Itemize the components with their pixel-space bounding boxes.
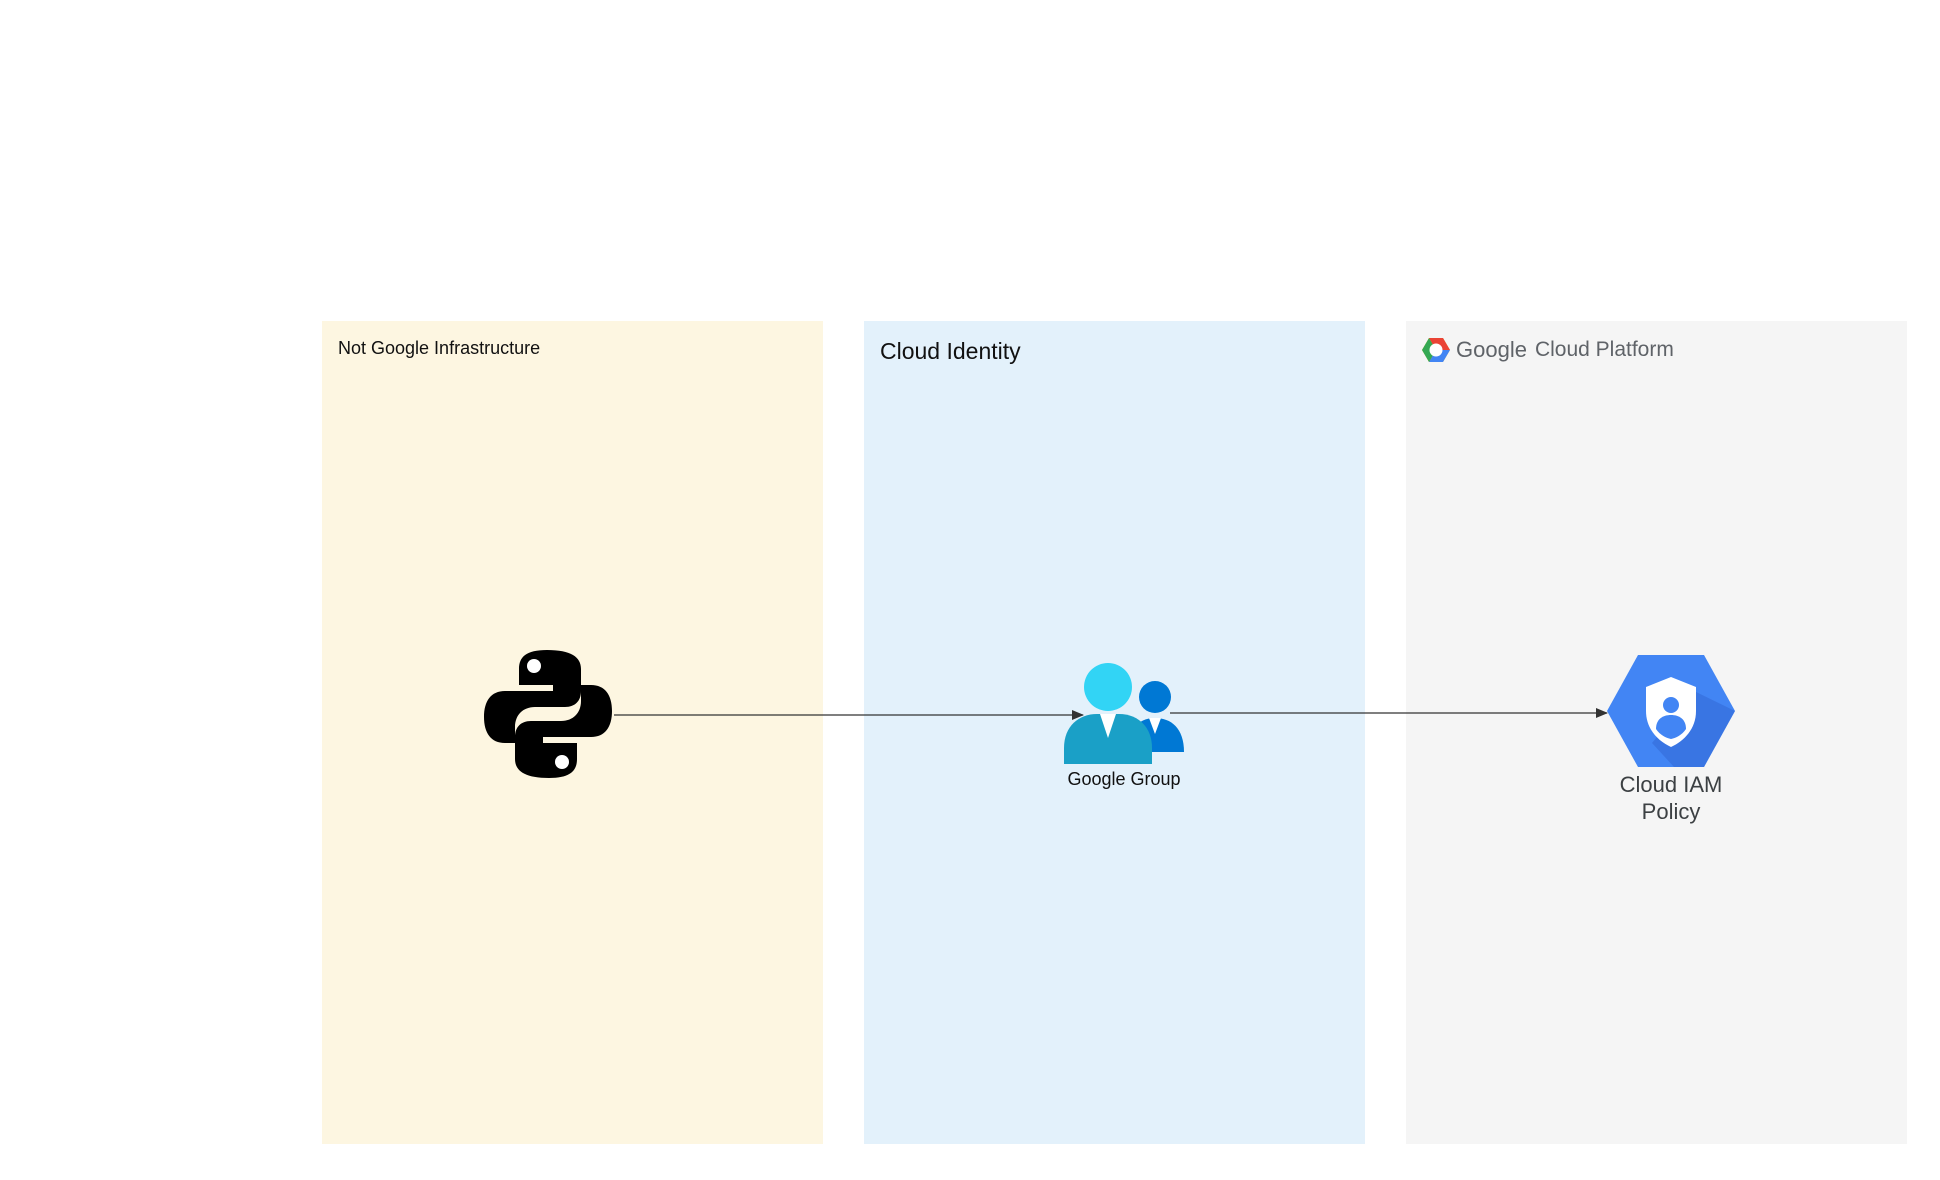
cloud-iam-node[interactable]	[1606, 653, 1736, 769]
zone-title-not-google: Not Google Infrastructure	[338, 338, 541, 358]
gcp-header: Google Cloud Platform	[1422, 337, 1674, 363]
google-group-label: Google Group	[1067, 769, 1181, 789]
python-logo-icon	[484, 650, 612, 778]
cloud-iam-label-line1: Cloud IAM	[1619, 772, 1723, 797]
cloud-iam-icon	[1607, 655, 1735, 767]
google-group-node[interactable]	[1063, 662, 1185, 764]
cloud-iam-label-line2: Policy	[1641, 799, 1701, 824]
cloud-iam-label: Cloud IAM Policy	[1581, 771, 1761, 825]
zone-title-cloud-identity: Cloud Identity	[880, 338, 1021, 364]
gcp-brand-google: Google	[1456, 337, 1527, 362]
python-node[interactable]	[481, 647, 615, 781]
google-group-icon	[1064, 663, 1184, 764]
gcp-brand-cloud-platform: Cloud Platform	[1534, 338, 1674, 361]
gcp-hexagon-logo-icon	[1422, 338, 1450, 362]
